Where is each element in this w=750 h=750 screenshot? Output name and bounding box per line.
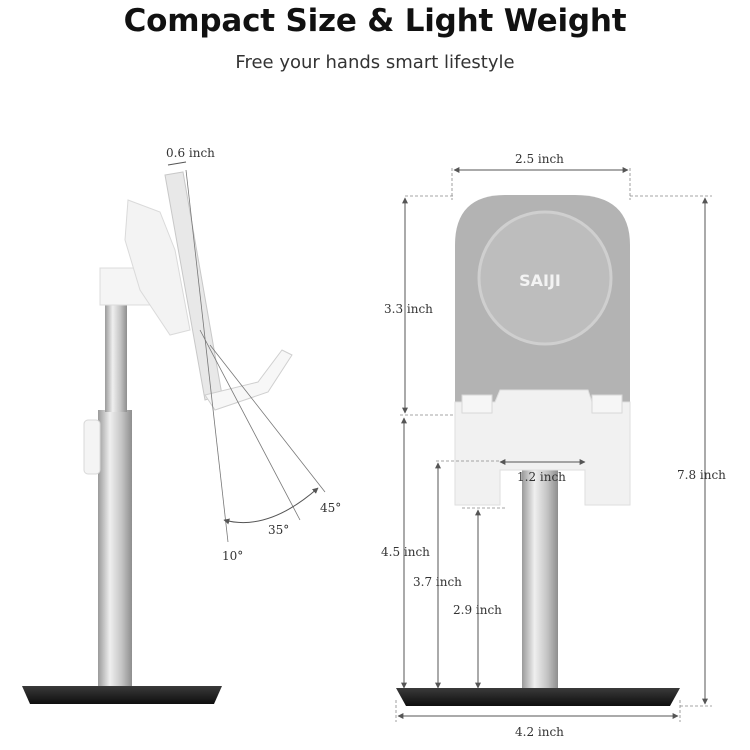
front-view: SAIJI 2.5 inch 3.3 inch 4.5 inch 3.7 inc…: [381, 152, 726, 739]
front-base: [396, 688, 680, 706]
page-title: Compact Size & Light Weight: [123, 3, 627, 39]
thickness-label: 0.6 inch: [166, 146, 215, 160]
angle-arc: [223, 487, 319, 525]
logo-circle: [477, 210, 613, 346]
side-lower-pole: [98, 410, 132, 686]
holder-height-label: 3.3 inch: [384, 302, 433, 316]
height-b-label: 3.7 inch: [413, 575, 462, 589]
brand-logo: SAIJI: [519, 271, 561, 290]
side-view: 0.6 inch 10° 35° 45°: [22, 146, 341, 704]
height-c-label: 2.9 inch: [453, 603, 502, 617]
front-cradle: [454, 389, 631, 506]
side-bracket: [124, 199, 191, 336]
angle-label-10: 10°: [222, 549, 243, 563]
angle-line-10: [185, 169, 229, 543]
side-base: [22, 686, 222, 704]
angle-line-45: [209, 344, 326, 493]
total-height-label: 7.8 inch: [677, 468, 726, 482]
cradle-hook-left: [461, 394, 493, 414]
side-knob: [83, 419, 101, 475]
thickness-dim-line: [167, 161, 187, 166]
side-lip: [204, 349, 293, 411]
angle-label-45: 45°: [320, 501, 341, 515]
width-top-label: 2.5 inch: [515, 152, 564, 166]
angle-label-35: 35°: [268, 523, 289, 537]
base-width-label: 4.2 inch: [515, 725, 564, 739]
cradle-hook-right: [591, 394, 623, 414]
height-a-label: 4.5 inch: [381, 545, 430, 559]
side-upper-pole: [105, 300, 127, 412]
slot-width-label: 1.2 inch: [517, 470, 566, 484]
page-subtitle: Free your hands smart lifestyle: [235, 52, 515, 73]
